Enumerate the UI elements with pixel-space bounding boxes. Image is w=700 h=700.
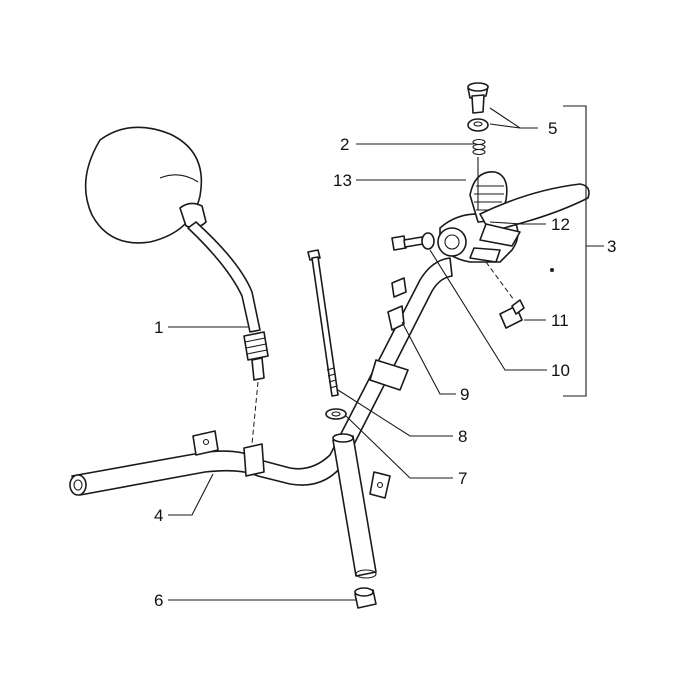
callout-labels: 1 2 3 4 5 6 7 8 9 10 11 12 13 <box>154 119 616 610</box>
spring <box>472 138 486 156</box>
leader-lines <box>168 107 547 601</box>
callout-1: 1 <box>154 318 163 337</box>
pivot-screw <box>467 82 489 132</box>
group-bracket <box>563 105 587 397</box>
long-bolt <box>307 249 339 397</box>
callout-4: 4 <box>154 506 163 525</box>
stem-tube <box>332 433 377 579</box>
washer <box>325 408 347 420</box>
handlebar-tube <box>69 257 453 499</box>
callout-2: 2 <box>340 135 349 154</box>
callout-9: 9 <box>460 385 469 404</box>
brake-lever-assembly <box>437 171 590 263</box>
mirror <box>84 126 269 381</box>
callout-12: 12 <box>551 215 570 234</box>
stop-switch <box>485 261 525 329</box>
callout-7: 7 <box>458 469 467 488</box>
callout-11: 11 <box>551 311 569 330</box>
callout-5: 5 <box>548 119 557 138</box>
callout-3: 3 <box>607 237 616 256</box>
callout-13: 13 <box>333 171 352 190</box>
callout-6: 6 <box>154 591 163 610</box>
reference-dot <box>550 268 554 272</box>
clamp-bolt <box>391 232 435 251</box>
end-plug <box>354 587 377 609</box>
mirror-mount-axis <box>251 381 259 445</box>
callout-10: 10 <box>551 361 570 380</box>
callout-8: 8 <box>458 427 467 446</box>
